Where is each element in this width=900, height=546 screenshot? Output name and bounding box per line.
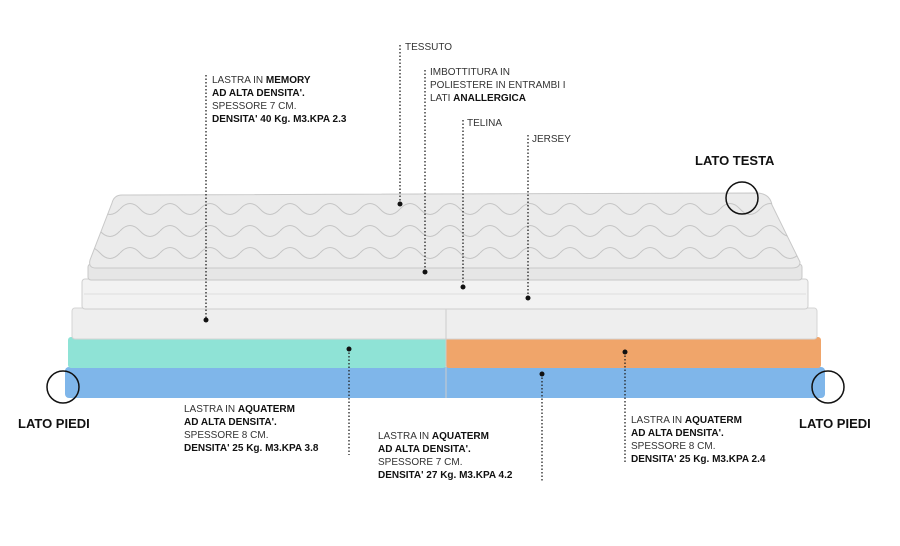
imbottitura-line3: LATI bbox=[430, 93, 454, 104]
teal-aquaterm-layer bbox=[68, 337, 446, 368]
memory-line3: SPESSORE 7 CM. bbox=[212, 101, 297, 112]
label-lato-piedi-left: LATO PIEDI bbox=[18, 416, 90, 431]
aq-mid-line3: SPESSORE 7 CM. bbox=[378, 457, 463, 468]
label-memory: LASTRA IN MEMORY AD ALTA DENSITA'. SPESS… bbox=[212, 74, 346, 126]
aq-left-line1: LASTRA IN bbox=[184, 404, 238, 415]
imbottitura-line1: IMBOTTITURA IN bbox=[430, 67, 510, 78]
label-aquaterm-left: LASTRA IN AQUATERM AD ALTA DENSITA'. SPE… bbox=[184, 403, 318, 455]
label-lato-testa: LATO TESTA bbox=[695, 153, 775, 168]
aq-right-bold: AQUATERM bbox=[684, 415, 742, 426]
label-lato-piedi-right: LATO PIEDI bbox=[799, 416, 871, 431]
aq-right-line2: AD ALTA DENSITA'. bbox=[631, 428, 724, 439]
imbottitura-line2: POLIESTERE IN ENTRAMBI I bbox=[430, 80, 566, 91]
label-imbottitura: IMBOTTITURA IN POLIESTERE IN ENTRAMBI I … bbox=[430, 66, 566, 105]
memory-line2: AD ALTA DENSITA'. bbox=[212, 88, 305, 99]
label-aquaterm-mid: LASTRA IN AQUATERM AD ALTA DENSITA'. SPE… bbox=[378, 430, 512, 482]
orange-aquaterm-layer bbox=[446, 337, 821, 368]
aq-mid-line4: DENSITA' 27 Kg. M3.KPA 4.2 bbox=[378, 470, 513, 481]
memory-line4: DENSITA' 40 Kg. M3.KPA 2.3 bbox=[212, 114, 347, 125]
label-telina: TELINA bbox=[467, 118, 503, 129]
memory-layer bbox=[71, 307, 818, 340]
aq-right-line1: LASTRA IN bbox=[631, 415, 685, 426]
aq-mid-bold: AQUATERM bbox=[431, 431, 489, 442]
label-aquaterm-right: LASTRA IN AQUATERM AD ALTA DENSITA'. SPE… bbox=[631, 414, 765, 466]
aq-right-line4: DENSITA' 25 Kg. M3.KPA 2.4 bbox=[631, 454, 766, 465]
blue-aquaterm-layer bbox=[65, 367, 825, 398]
aq-left-line3: SPESSORE 8 CM. bbox=[184, 430, 269, 441]
memory-line1: LASTRA IN bbox=[212, 75, 266, 86]
aq-left-bold: AQUATERM bbox=[237, 404, 295, 415]
leader-lines bbox=[205, 45, 626, 482]
aq-left-line4: DENSITA' 25 Kg. M3.KPA 3.8 bbox=[184, 443, 319, 454]
imbottitura-bold: ANALLERGICA bbox=[453, 93, 526, 104]
aq-right-line3: SPESSORE 8 CM. bbox=[631, 441, 716, 452]
lato-piedi-left-circle bbox=[46, 370, 80, 404]
aq-left-line2: AD ALTA DENSITA'. bbox=[184, 417, 277, 428]
aq-mid-line1: LASTRA IN bbox=[378, 431, 432, 442]
lato-testa-circle bbox=[725, 181, 759, 215]
leader-dots bbox=[203, 201, 628, 377]
label-jersey: JERSEY bbox=[532, 134, 571, 145]
memory-bold: MEMORY bbox=[265, 75, 311, 86]
lato-piedi-right-circle bbox=[811, 370, 845, 404]
label-tessuto: TESSUTO bbox=[405, 42, 453, 53]
aq-mid-line2: AD ALTA DENSITA'. bbox=[378, 444, 471, 455]
